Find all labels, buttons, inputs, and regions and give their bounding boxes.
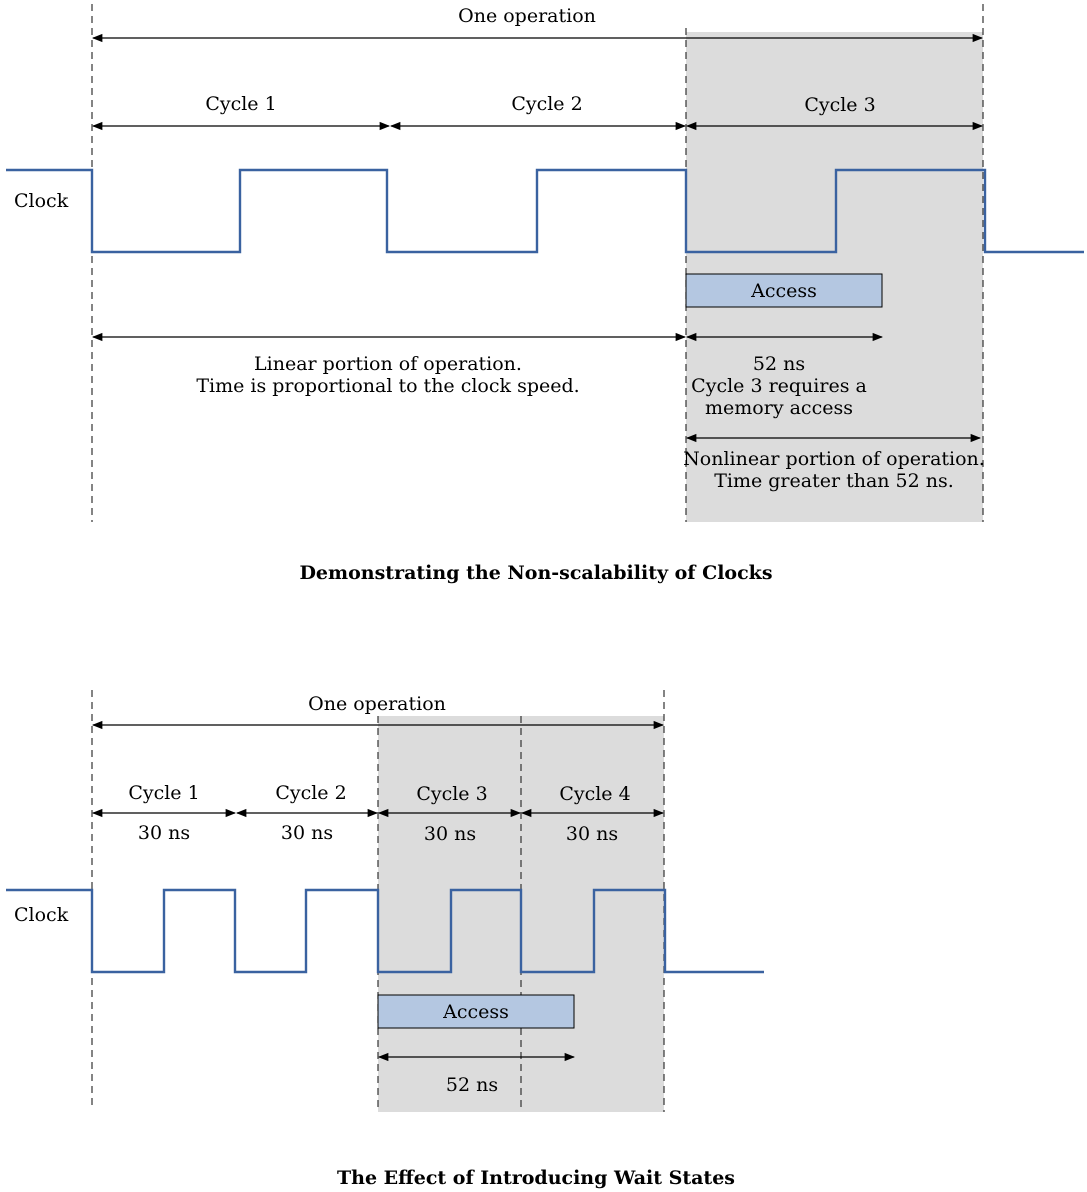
- linear-portion-line1: Linear portion of operation.: [254, 353, 522, 375]
- cycle3-duration: 30 ns: [424, 823, 476, 845]
- cycle1-label: Cycle 1: [128, 782, 199, 804]
- cycle3-label: Cycle 3: [416, 783, 487, 805]
- cycle1-duration: 30 ns: [138, 822, 190, 844]
- cycle2-duration: 30 ns: [281, 822, 333, 844]
- one-operation-label: One operation: [308, 693, 446, 715]
- nonlinear-portion-line2: Time greater than 52 ns.: [714, 470, 954, 492]
- diagram-wait-states: One operation Cycle 1 Cycle 2 Cycle 3 Cy…: [6, 690, 764, 1189]
- access-box: [685, 273, 883, 308]
- clock-signal-waveform: [6, 168, 1084, 254]
- linear-portion-line2: Time is proportional to the clock speed.: [196, 375, 579, 397]
- memory-access-line1: Cycle 3 requires a: [691, 375, 867, 397]
- access-box: [377, 994, 575, 1029]
- cycle2-label: Cycle 2: [275, 782, 346, 804]
- cycle3-label: Cycle 3: [804, 94, 875, 116]
- access-label: Access: [750, 280, 817, 302]
- diagram1-caption: Demonstrating the Non-scalability of Clo…: [299, 562, 772, 584]
- one-operation-label: One operation: [458, 5, 596, 27]
- access-duration-label: 52 ns: [446, 1074, 498, 1096]
- cycle2-label: Cycle 2: [511, 93, 582, 115]
- diagram-non-scalability: One operation Cycle 1 Cycle 2 Cycle 3 Cl…: [6, 4, 1084, 584]
- clock-signal-waveform: [6, 888, 764, 974]
- nonlinear-portion-line1: Nonlinear portion of operation.: [683, 448, 985, 470]
- cycle4-label: Cycle 4: [559, 783, 630, 805]
- memory-access-line2: memory access: [705, 397, 853, 419]
- cycle1-label: Cycle 1: [205, 93, 276, 115]
- access-duration-label: 52 ns: [753, 353, 805, 375]
- access-label: Access: [442, 1001, 509, 1023]
- clock-label: Clock: [14, 190, 69, 212]
- cycle4-duration: 30 ns: [566, 823, 618, 845]
- clock-label: Clock: [14, 904, 69, 926]
- diagram2-caption: The Effect of Introducing Wait States: [337, 1167, 735, 1189]
